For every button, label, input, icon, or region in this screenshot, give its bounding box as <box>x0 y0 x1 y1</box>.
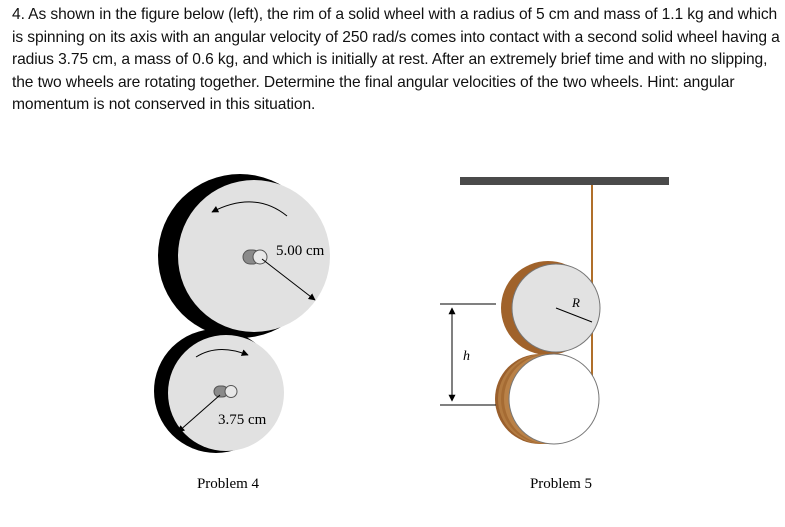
ceiling-bar <box>460 177 669 185</box>
problem-5-figure: R h Problem 5 <box>440 177 669 492</box>
caption-problem-4: Problem 4 <box>197 476 260 492</box>
small-wheel-rotation-arrow <box>195 349 249 358</box>
radius-r-label: R <box>571 295 580 310</box>
small-wheel <box>154 329 284 453</box>
large-wheel <box>158 174 330 338</box>
problem-4-figure: 5.00 cm 3.75 cm Problem 4 <box>154 174 330 492</box>
small-radius-label: 3.75 cm <box>218 412 267 428</box>
upper-cylinder <box>501 261 601 355</box>
radius-r-line <box>555 307 593 323</box>
lower-cylinder <box>495 353 600 445</box>
height-h-label: h <box>463 349 470 364</box>
large-wheel-rotation-arrow <box>211 201 288 217</box>
large-radius-arrow <box>261 258 316 301</box>
small-wheel-axle <box>213 385 238 398</box>
caption-problem-5: Problem 5 <box>530 476 592 492</box>
problem-statement: 4. As shown in the figure below (left), … <box>12 6 780 113</box>
large-wheel-axle <box>242 249 268 265</box>
height-dimension <box>440 303 496 406</box>
large-radius-label: 5.00 cm <box>276 243 325 259</box>
small-radius-arrow <box>177 394 221 433</box>
